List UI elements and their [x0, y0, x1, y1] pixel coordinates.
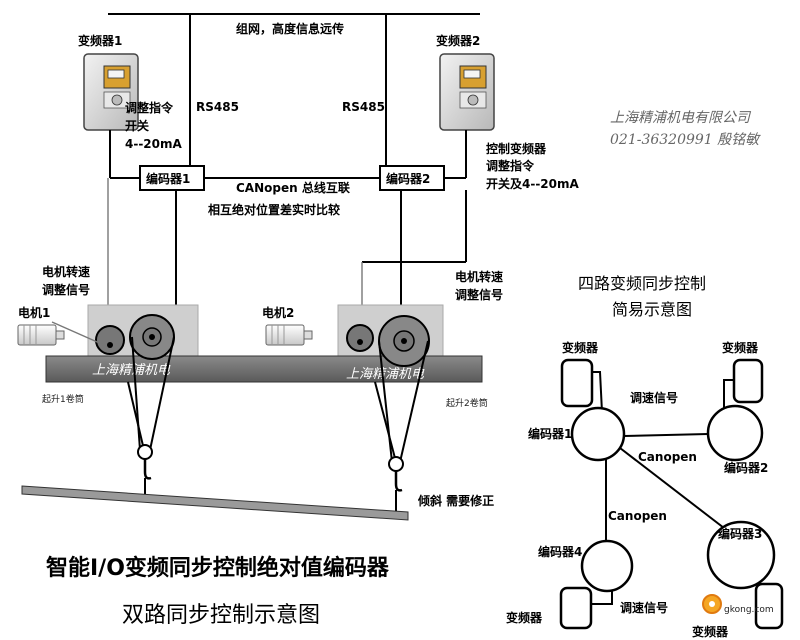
four-way-inverter-bl-label: 变频器 [506, 610, 543, 625]
canopen-line2: 相互绝对位置差实时比较 [208, 202, 340, 217]
encoder-1-label: 编码器1 [145, 171, 190, 186]
four-way-inverter-tr-label: 变频器 [722, 340, 759, 355]
four-way-encoder-1-label: 编码器1 [527, 426, 572, 441]
inverter-1-current: 4--20mA [125, 137, 183, 151]
speed-signal-right-1: 电机转速 [455, 269, 503, 284]
four-way-inverter-bl [559, 586, 593, 630]
motor-1-shaft-gear [95, 325, 125, 355]
inverter-2-cmd1: 控制变频器 [486, 141, 547, 156]
network-bus [108, 13, 480, 170]
four-way-inverter-tl-label: 变频器 [562, 340, 599, 355]
speed-signal-right-2: 调整信号 [455, 287, 503, 302]
inverter-1-switch: 开关 [125, 118, 149, 133]
network-label: 组网，高度信息远传 [236, 21, 344, 36]
four-way-inverter-tl [560, 358, 594, 408]
speed-signal-left-1: 电机转速 [42, 264, 90, 279]
four-way-encoder-3-label: 编码器3 [717, 526, 762, 541]
gkong-logo-text: gkong.com [724, 605, 774, 615]
inverter-1-device [83, 53, 139, 131]
company-name: 上海精浦机电有限公司 [610, 110, 752, 126]
motor-2 [265, 324, 313, 346]
four-way-encoder-4 [580, 539, 634, 593]
inverter-2-cmd3: 开关及4--20mA [486, 176, 580, 191]
hook-2 [388, 456, 404, 516]
four-way-canopen-left: Canopen [608, 509, 667, 523]
motor-1 [17, 324, 65, 346]
four-way-inverter-br [754, 582, 784, 630]
speed-signal-left-2: 调整信号 [42, 282, 90, 297]
rs485-left-label: RS485 [196, 100, 239, 114]
four-way-title-2: 简易示意图 [612, 300, 692, 319]
rs485-right-label: RS485 [342, 100, 385, 114]
tilt-note: 倾斜 需要修正 [417, 493, 494, 508]
four-way-speed-signal-bottom: 调速信号 [620, 600, 668, 615]
four-way-title-1: 四路变频同步控制 [578, 274, 706, 293]
encoder-1-box [139, 165, 205, 191]
drum-1 [129, 314, 175, 360]
motor-1-label: 电机1 [18, 305, 50, 320]
four-way-encoder-2-label: 编码器2 [723, 460, 768, 475]
four-way-encoder-2 [706, 404, 764, 462]
inverter-2-title: 变频器2 [436, 33, 480, 48]
four-way-encoder-4-label: 编码器4 [537, 544, 582, 559]
gkong-logo [702, 594, 722, 614]
main-title-line1: 智能I/O变频同步控制绝对值编码器 [46, 555, 390, 581]
inverter-2-cmd2: 调整指令 [486, 158, 535, 173]
inverter-1-title: 变频器1 [78, 33, 122, 48]
load-bar [21, 485, 409, 521]
main-title-line2: 双路同步控制示意图 [122, 603, 320, 628]
four-way-speed-signal-top: 调速信号 [630, 390, 678, 405]
motor-2-shaft-gear [346, 324, 374, 352]
inverter-1-cmd: 调整指令 [125, 100, 174, 115]
canopen-line1: CANopen 总线互联 [236, 180, 350, 195]
inverter-2-device [439, 53, 495, 131]
ropes [127, 336, 429, 463]
hook-1 [137, 444, 153, 496]
drum-2 [378, 315, 430, 367]
encoder-2-box [379, 165, 445, 191]
beam-watermark-1: 上海精浦机电 [92, 363, 171, 378]
four-way-inverter-br-label: 变频器 [692, 624, 729, 639]
encoder-2-label: 编码器2 [385, 171, 430, 186]
four-way-canopen-right: Canopen [638, 450, 697, 464]
beam-watermark-2: 上海精浦机电 [346, 367, 425, 382]
motor-2-label: 电机2 [262, 305, 294, 320]
company-contact: 021-36320991 殷铭敏 [610, 132, 761, 148]
four-way-encoder-1 [570, 406, 626, 462]
four-way-encoder-3 [706, 520, 776, 590]
four-way-inverter-tr [732, 358, 764, 404]
drum-1-label: 起升1卷筒 [42, 393, 84, 405]
drum-2-label: 起升2卷筒 [446, 397, 488, 409]
